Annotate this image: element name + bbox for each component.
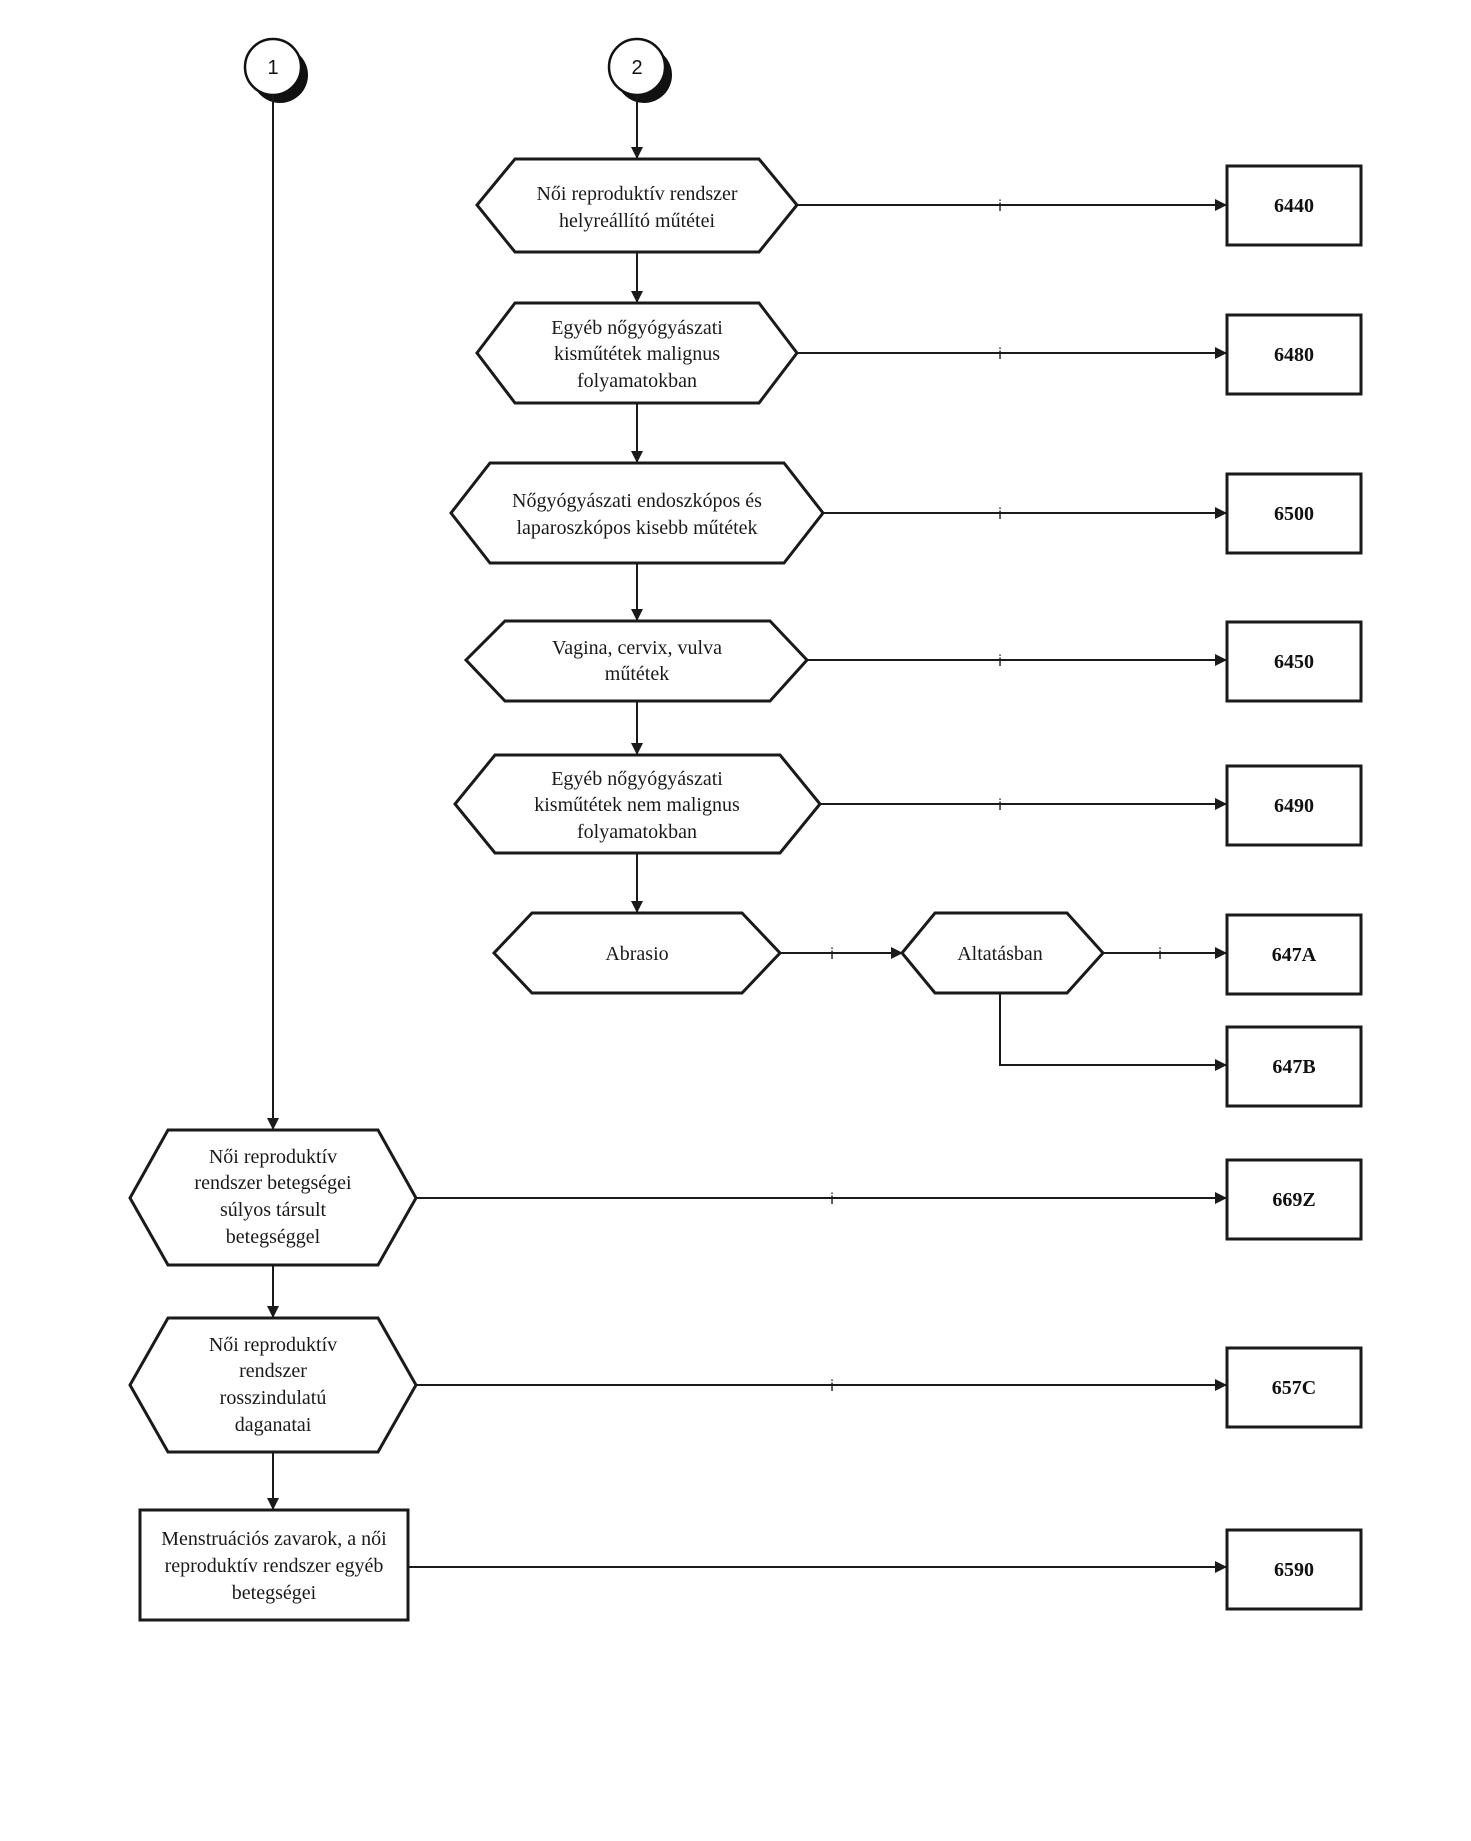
code-label: 6500 (1274, 503, 1314, 525)
node-label: daganatai (235, 1414, 312, 1436)
node-label: folyamatokban (577, 370, 697, 392)
node-label: Altatásban (957, 943, 1043, 965)
node-hexagon: Női reproduktív rendszer betegségei súly… (128, 1128, 418, 1267)
node-hexagon: Nőgyógyászati endoszkópos és laparoszkóp… (449, 461, 825, 565)
yes-marker: i (998, 506, 1002, 523)
code-box: 657C (1225, 1346, 1363, 1429)
node-label: rosszindulatú (220, 1387, 327, 1409)
node-label: folyamatokban (577, 821, 697, 843)
yes-marker: i (998, 198, 1002, 215)
yes-marker: i (830, 1191, 834, 1208)
connector-2-label: 2 (631, 57, 642, 79)
code-box: 6490 (1225, 764, 1363, 847)
connector-1-label: 1 (267, 57, 278, 79)
code-label: 647A (1272, 944, 1317, 966)
yes-marker: i (998, 797, 1002, 814)
code-label: 647B (1272, 1056, 1315, 1078)
node-label: helyreállító műtétei (559, 210, 715, 232)
code-box: 6500 (1225, 472, 1363, 555)
code-label: 657C (1272, 1377, 1316, 1399)
code-box: 647A (1225, 913, 1363, 996)
node-label: súlyos társult (220, 1199, 327, 1221)
node-label: Női reproduktív (209, 1334, 337, 1356)
code-box: 669Z (1225, 1158, 1363, 1241)
node-hexagon: Abrasio (491, 911, 783, 995)
node-label: laparoszkópos kisebb műtétek (516, 517, 757, 539)
node-label: rendszer betegségei (194, 1172, 352, 1194)
node-label: Egyéb nőgyógyászati (551, 317, 723, 339)
code-label: 669Z (1272, 1189, 1315, 1211)
yes-marker: i (830, 946, 834, 963)
yes-marker: i (998, 653, 1002, 670)
node-label: rendszer (239, 1360, 307, 1382)
connector-1: 1 (243, 37, 308, 103)
node-hexagon: Altatásban (900, 911, 1106, 995)
node-label: Egyéb nőgyógyászati (551, 768, 723, 790)
yes-marker: i (998, 346, 1002, 363)
node-label: Női reproduktív (209, 1146, 337, 1168)
node-label: műtétek (605, 663, 669, 685)
code-label: 6440 (1274, 195, 1314, 217)
code-box: 6440 (1225, 164, 1363, 247)
yes-marker: i (830, 1378, 834, 1395)
node-rectangle: Menstruációs zavarok, a női reproduktív … (138, 1508, 410, 1622)
node-label: kisműtétek nem malignus (534, 794, 740, 816)
node-label: Vagina, cervix, vulva (552, 637, 722, 659)
node-hexagon: Női reproduktív rendszer rosszindulatú d… (128, 1316, 418, 1454)
node-label: Nőgyógyászati endoszkópos és (512, 490, 762, 512)
code-label: 6490 (1274, 795, 1314, 817)
code-box: 647B (1225, 1025, 1363, 1108)
flow-arrow (999, 993, 1227, 1071)
code-box: 6590 (1225, 1528, 1363, 1611)
node-label: reproduktív rendszer egyéb (165, 1555, 384, 1577)
yes-marker: i (1158, 946, 1162, 963)
node-hexagon: Egyéb nőgyógyászati kisműtétek malignus … (475, 301, 799, 405)
node-label: kisműtétek malignus (554, 343, 720, 365)
node-label: Női reproduktív rendszer (536, 183, 737, 205)
node-label: betegséggel (226, 1226, 321, 1248)
code-box: 6480 (1225, 313, 1363, 396)
code-label: 6480 (1274, 344, 1314, 366)
code-label: 6450 (1274, 651, 1314, 673)
code-label: 6590 (1274, 1559, 1314, 1581)
code-box: 6450 (1225, 620, 1363, 703)
node-hexagon: Női reproduktív rendszer helyreállító mű… (475, 157, 799, 254)
node-label: Abrasio (605, 943, 668, 965)
node-label: Menstruációs zavarok, a női (161, 1528, 387, 1550)
node-hexagon: Egyéb nőgyógyászati kisműtétek nem malig… (453, 753, 822, 855)
node-hexagon: Vagina, cervix, vulva műtétek (463, 619, 810, 703)
connector-2: 2 (607, 37, 672, 103)
node-label: betegségei (232, 1582, 317, 1604)
